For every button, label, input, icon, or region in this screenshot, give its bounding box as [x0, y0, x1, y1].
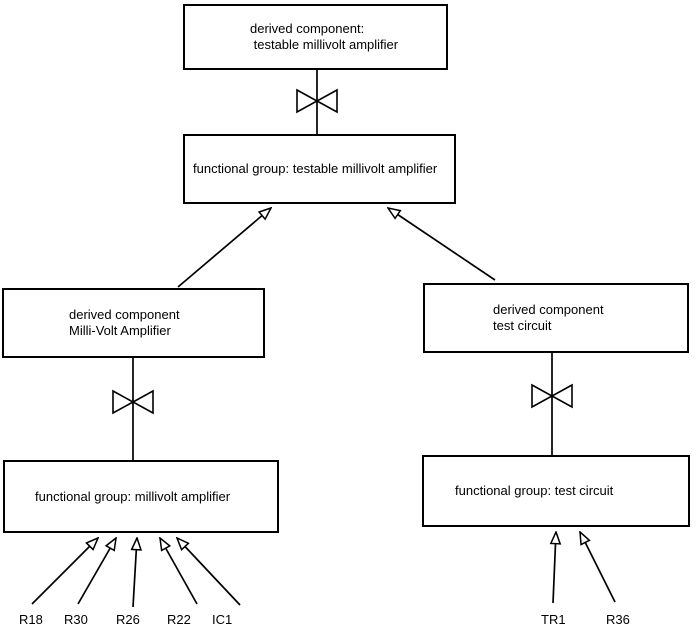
arrow-r18-to-left-functional	[31, 538, 98, 605]
node-derived-test-circuit: derived component test circuit	[423, 283, 689, 353]
arrow-r26-to-left-functional	[133, 538, 137, 608]
node-label: functional group: test circuit	[455, 483, 614, 498]
node-label: derived component	[69, 307, 180, 322]
node-functional-group-test-circuit: functional group: test circuit	[422, 455, 690, 527]
node-label: testable millivolt amplifier	[250, 37, 399, 52]
node-label: test circuit	[493, 318, 552, 333]
node-derived-milli-volt-amplifier: derived component Milli-Volt Amplifier	[2, 288, 265, 358]
component-label-ic1: IC1	[212, 612, 233, 627]
node-functional-group-testable-millivolt-amplifier: functional group: testable millivolt amp…	[183, 134, 456, 204]
node-label: functional group: millivolt amplifier	[35, 488, 231, 504]
arrow-left-derived-to-top-functional	[177, 208, 271, 288]
arrow-r30-to-left-functional	[77, 538, 116, 605]
bowtie-icon-left	[112, 389, 154, 415]
component-label-r30: R30	[64, 612, 88, 627]
arrow-ic1-to-left-functional	[177, 538, 241, 606]
arrow-r36-to-right-functional	[580, 532, 616, 603]
arrow-tr1-to-right-functional	[553, 532, 556, 604]
node-label: derived component:	[250, 21, 365, 36]
bowtie-icon-top	[296, 88, 338, 114]
node-functional-group-millivolt-amplifier: functional group: millivolt amplifier	[3, 460, 279, 533]
node-label: derived component	[493, 302, 604, 317]
component-label-r26: R26	[116, 612, 140, 627]
node-derived-testable-millivolt-amplifier: derived component: testable millivolt am…	[183, 4, 448, 70]
component-label-r18: R18	[19, 612, 43, 627]
node-label: Milli-Volt Amplifier	[69, 323, 171, 338]
component-label-tr1: TR1	[541, 612, 566, 627]
bowtie-icon-right	[531, 383, 573, 409]
component-label-r22: R22	[167, 612, 191, 627]
arrow-r22-to-left-functional	[160, 538, 198, 605]
arrow-right-derived-to-top-functional	[388, 208, 496, 281]
node-label: functional group: testable millivolt amp…	[193, 161, 438, 176]
component-label-r36: R36	[606, 612, 630, 627]
